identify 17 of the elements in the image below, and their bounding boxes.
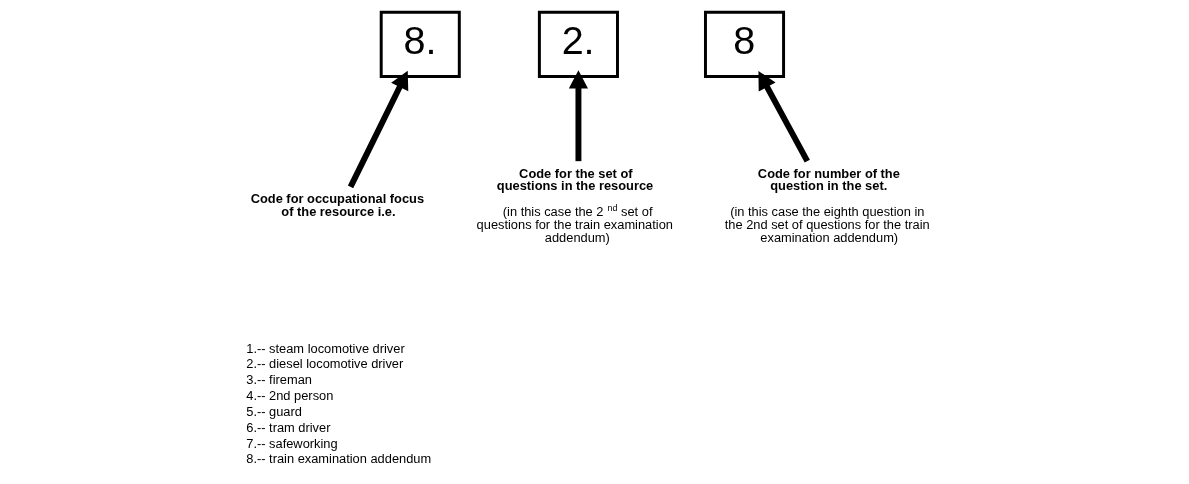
node-box: 8. [379,10,461,78]
label: 7.-- safeworking [246,435,338,451]
arrow [568,70,588,162]
label: 5.-- guard [246,403,302,419]
node-box: 8 [704,10,786,78]
label: 8.-- train examination addendum [246,451,432,467]
node-text: Code for the set of questions in the resource (in this case the 2$^{nd}$ set of questions for the train examination addendum) [476,165,673,245]
label: 4.-- 2nd person [246,388,334,404]
arrow [347,70,409,189]
label: 3.-- fireman [246,372,312,388]
node-box: 2. [537,10,619,78]
label: 6.-- tram driver [246,419,331,435]
label: 1.-- steam locomotive driver [246,340,405,356]
node-text: Code for number of the question in the set. (in this case the eighth question in the 2nd set of questions for the train examination addendum) [724,165,930,245]
node-text: Code for occupational focus of the resource i.e. [250,191,425,220]
label: 2.-- diesel locomotive driver [246,356,404,372]
arrow [758,70,810,163]
